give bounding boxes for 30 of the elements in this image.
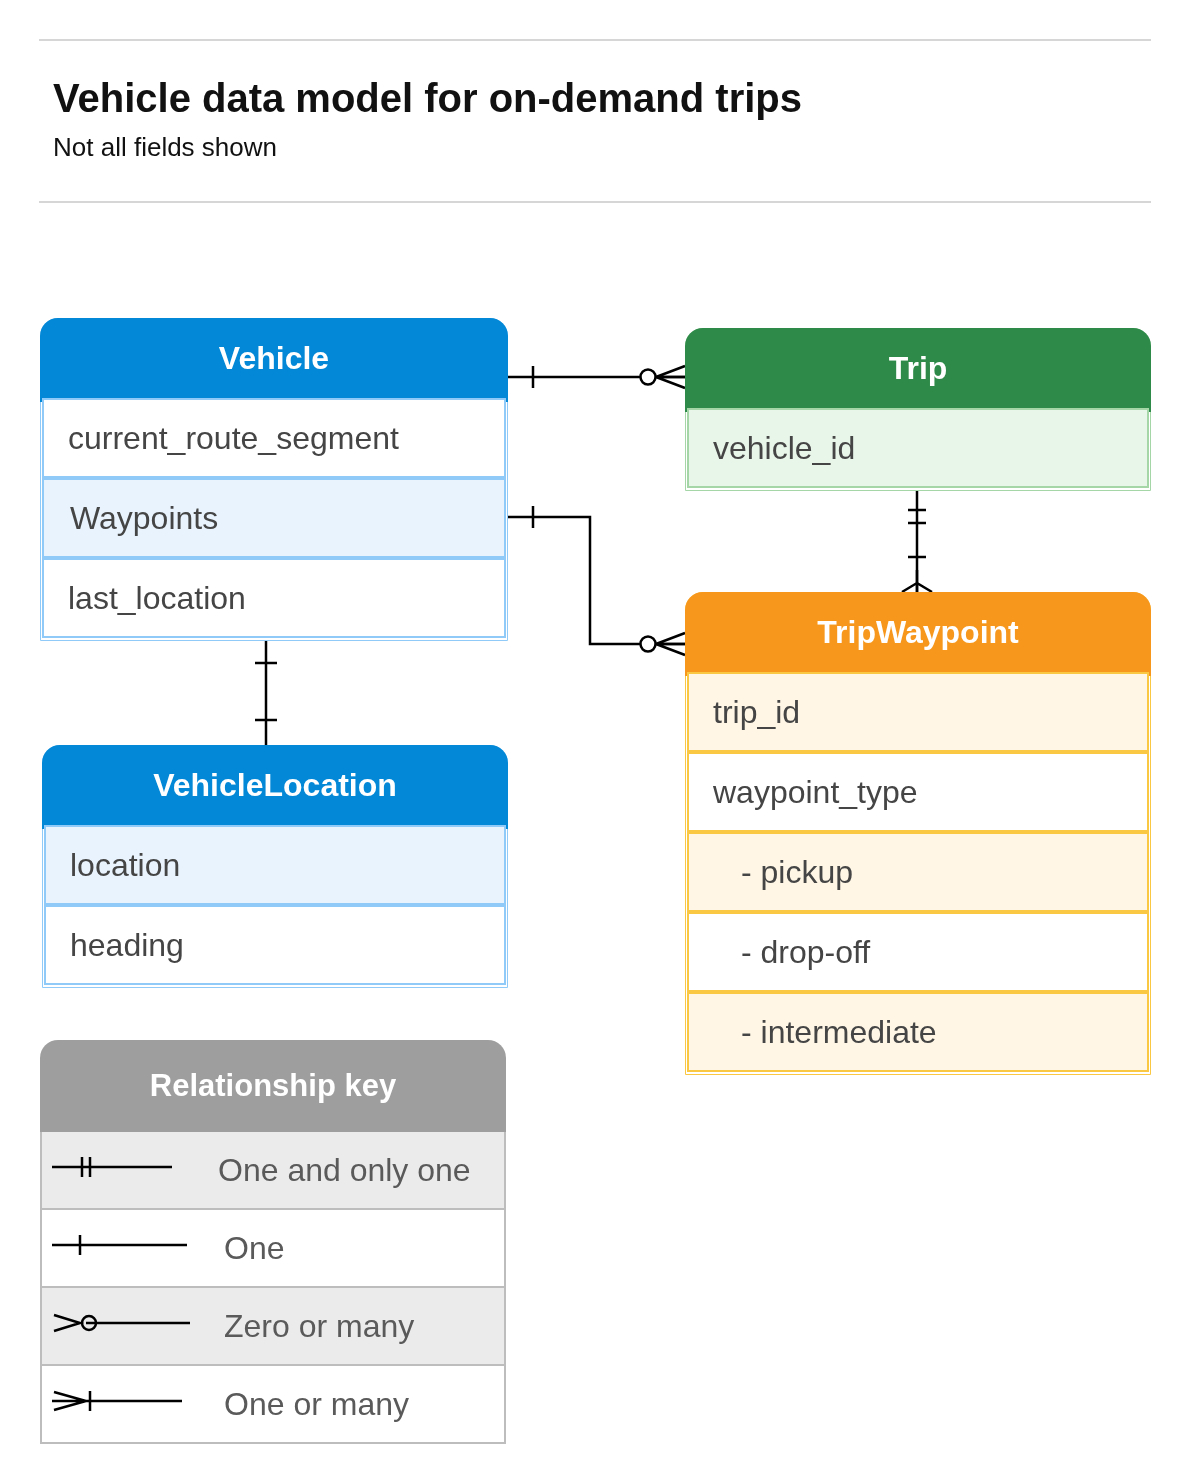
subtitle: Not all fields shown — [53, 132, 277, 163]
table-header: Trip — [685, 328, 1151, 412]
field-row: current_route_segment — [42, 398, 506, 478]
field-row: - pickup — [687, 832, 1149, 912]
field-row: - drop-off — [687, 912, 1149, 992]
field-row: heading — [44, 905, 506, 985]
key-text: One and only one — [218, 1151, 471, 1189]
field-row: vehicle_id — [687, 408, 1149, 488]
field-row: - intermediate — [687, 992, 1149, 1072]
field-row: waypoint_type — [687, 752, 1149, 832]
field-row: location — [44, 825, 506, 905]
entity-table — [685, 328, 1151, 491]
table-header: Vehicle — [40, 318, 508, 402]
relationship-line — [900, 488, 934, 594]
key-text: One or many — [224, 1385, 409, 1423]
entity-table — [40, 318, 508, 641]
field-row: Waypoints — [42, 478, 506, 558]
table-header: TripWaypoint — [685, 592, 1151, 676]
relationship-line — [508, 364, 687, 390]
relationship-line — [508, 504, 687, 657]
field-row: last_location — [42, 558, 506, 638]
key-text: One — [224, 1229, 285, 1267]
title: Vehicle data model for on-demand trips — [53, 76, 803, 121]
key-text: Zero or many — [224, 1307, 415, 1345]
field-row: trip_id — [687, 672, 1149, 752]
entity-table — [685, 592, 1151, 1075]
entity-table — [42, 745, 508, 988]
key-header: Relationship key — [40, 1040, 506, 1132]
table-header: VehicleLocation — [42, 745, 508, 829]
relationship-line — [253, 638, 279, 745]
